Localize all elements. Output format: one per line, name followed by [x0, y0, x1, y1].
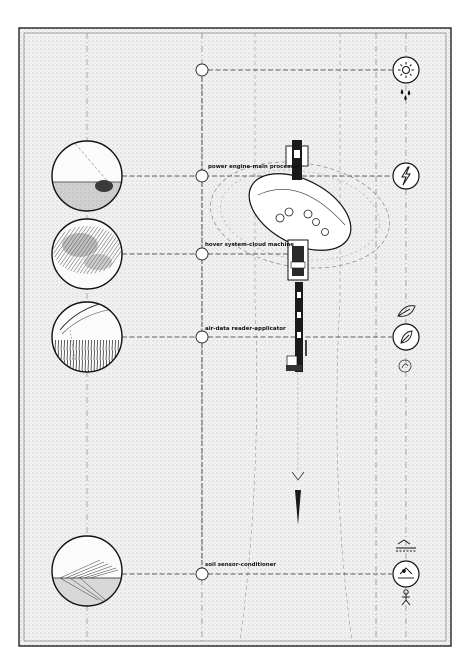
endpoint-leaf — [392, 323, 420, 351]
endpoint-lightning — [392, 162, 420, 190]
cloud-machine — [210, 140, 390, 281]
node-top — [195, 63, 209, 77]
sun-icon — [398, 62, 414, 78]
label-power: power engine-main processor — [208, 164, 300, 170]
water-drops-icon — [400, 89, 411, 101]
component-labels: power engine-main processor hover system… — [205, 164, 300, 568]
label-soil: soil sensor-conditioner — [205, 562, 276, 568]
endpoint-soil — [392, 560, 420, 588]
soil-layer-icon — [396, 539, 416, 552]
leaf-icon — [397, 305, 416, 317]
junction-nodes — [195, 63, 209, 581]
person-icon — [401, 589, 411, 606]
label-hover: hover system-cloud machine — [205, 242, 294, 248]
node-air — [195, 330, 209, 344]
soil-probe — [291, 372, 305, 525]
leaf-circle-icon — [400, 330, 413, 344]
soil-circle-icon — [398, 567, 414, 579]
applicator-shaft — [286, 282, 307, 372]
node-hover — [195, 247, 209, 261]
seed-icon — [398, 359, 412, 373]
horizontal-connectors — [122, 69, 392, 575]
label-air: air-data reader-applicator — [205, 326, 286, 332]
endpoint-sun — [392, 56, 420, 84]
detail-circle-cloud — [51, 218, 123, 290]
outer-frame — [18, 27, 452, 647]
node-soil — [195, 567, 209, 581]
lightning-icon — [401, 166, 411, 186]
node-power — [195, 169, 209, 183]
center-guides — [239, 33, 353, 642]
